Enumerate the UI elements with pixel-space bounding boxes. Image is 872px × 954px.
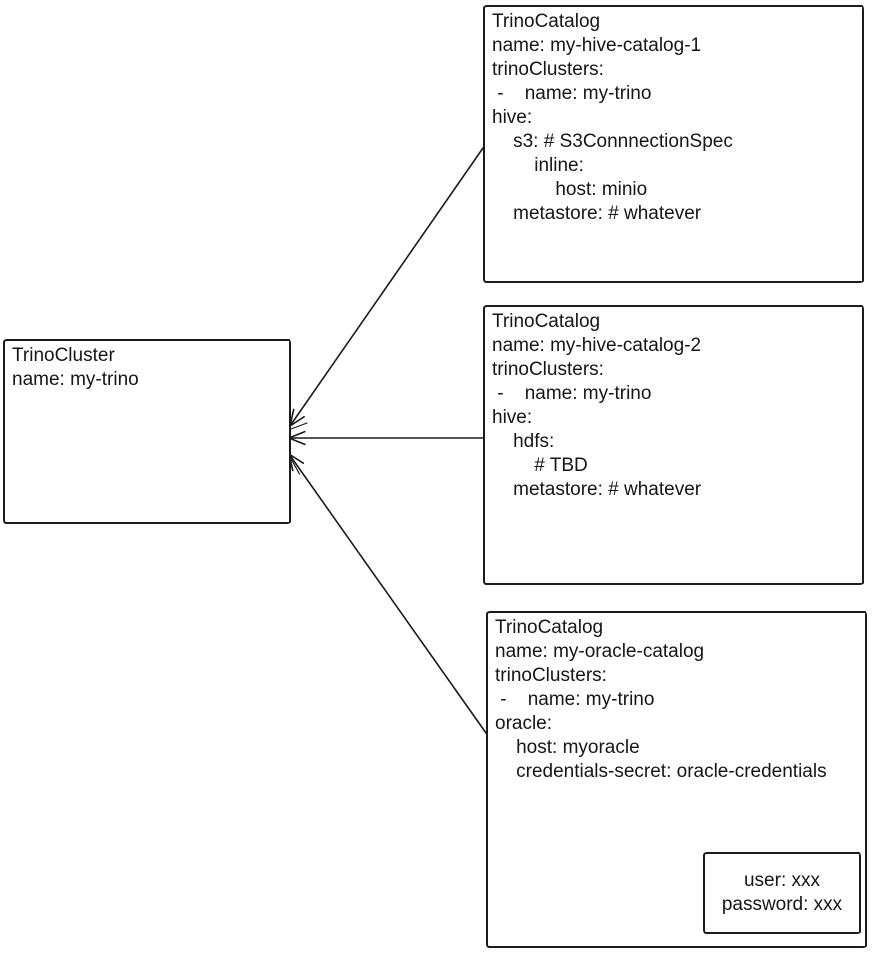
yaml-line: hdfs: [492, 431, 555, 452]
yaml-line: password: xxx [721, 894, 843, 915]
yaml-line: - name: my-trino [492, 383, 652, 404]
yaml-line: trinoClusters: [492, 359, 604, 380]
trino-catalog-box-hive-2: TrinoCatalog name: my-hive-catalog-2 tri… [483, 305, 864, 585]
trino-cluster-box: TrinoCluster name: my-trino [3, 339, 291, 524]
yaml-line: TrinoCatalog [492, 11, 601, 32]
connector-catalog1-to-cluster [289, 147, 484, 430]
yaml-line: name: my-hive-catalog-1 [492, 35, 702, 56]
yaml-line: oracle: [495, 713, 553, 734]
yaml-line: TrinoCatalog [492, 311, 601, 332]
yaml-line: - name: my-trino [492, 83, 652, 104]
yaml-line: hive: [492, 407, 533, 428]
yaml-line: metastore: # whatever [492, 203, 702, 224]
yaml-line: - name: my-trino [495, 689, 655, 710]
yaml-line: inline: [492, 155, 584, 176]
yaml-line: TrinoCatalog [495, 617, 604, 638]
trino-catalog-2-text: TrinoCatalog name: my-hive-catalog-2 tri… [485, 307, 862, 505]
yaml-line: name: my-hive-catalog-2 [492, 335, 702, 356]
trino-cluster-text: TrinoCluster name: my-trino [5, 341, 289, 395]
yaml-line: name: my-oracle-catalog [495, 641, 705, 662]
yaml-line: trinoClusters: [495, 665, 607, 686]
connector-catalog2-to-cluster [288, 430, 484, 446]
connector-catalog3-to-cluster [288, 453, 487, 734]
oracle-credentials-secret-box: user: xxx password: xxx [703, 852, 861, 934]
trino-catalog-box-hive-1: TrinoCatalog name: my-hive-catalog-1 tri… [483, 5, 864, 283]
yaml-line: hive: [492, 107, 533, 128]
yaml-line: user: xxx [743, 870, 821, 891]
yaml-line: trinoClusters: [492, 59, 604, 80]
yaml-line: # TBD [492, 455, 588, 476]
trino-catalog-1-text: TrinoCatalog name: my-hive-catalog-1 tri… [485, 7, 862, 229]
yaml-line: name: my-trino [12, 369, 139, 390]
yaml-line: credentials-secret: oracle-credentials [495, 761, 827, 782]
yaml-line: metastore: # whatever [492, 479, 702, 500]
yaml-line: s3: # S3ConnnectionSpec [492, 131, 733, 152]
trino-catalog-3-text: TrinoCatalog name: my-oracle-catalog tri… [488, 613, 865, 787]
yaml-line: host: myoracle [495, 737, 640, 758]
yaml-line: host: minio [492, 179, 648, 200]
yaml-line: TrinoCluster [12, 345, 115, 366]
